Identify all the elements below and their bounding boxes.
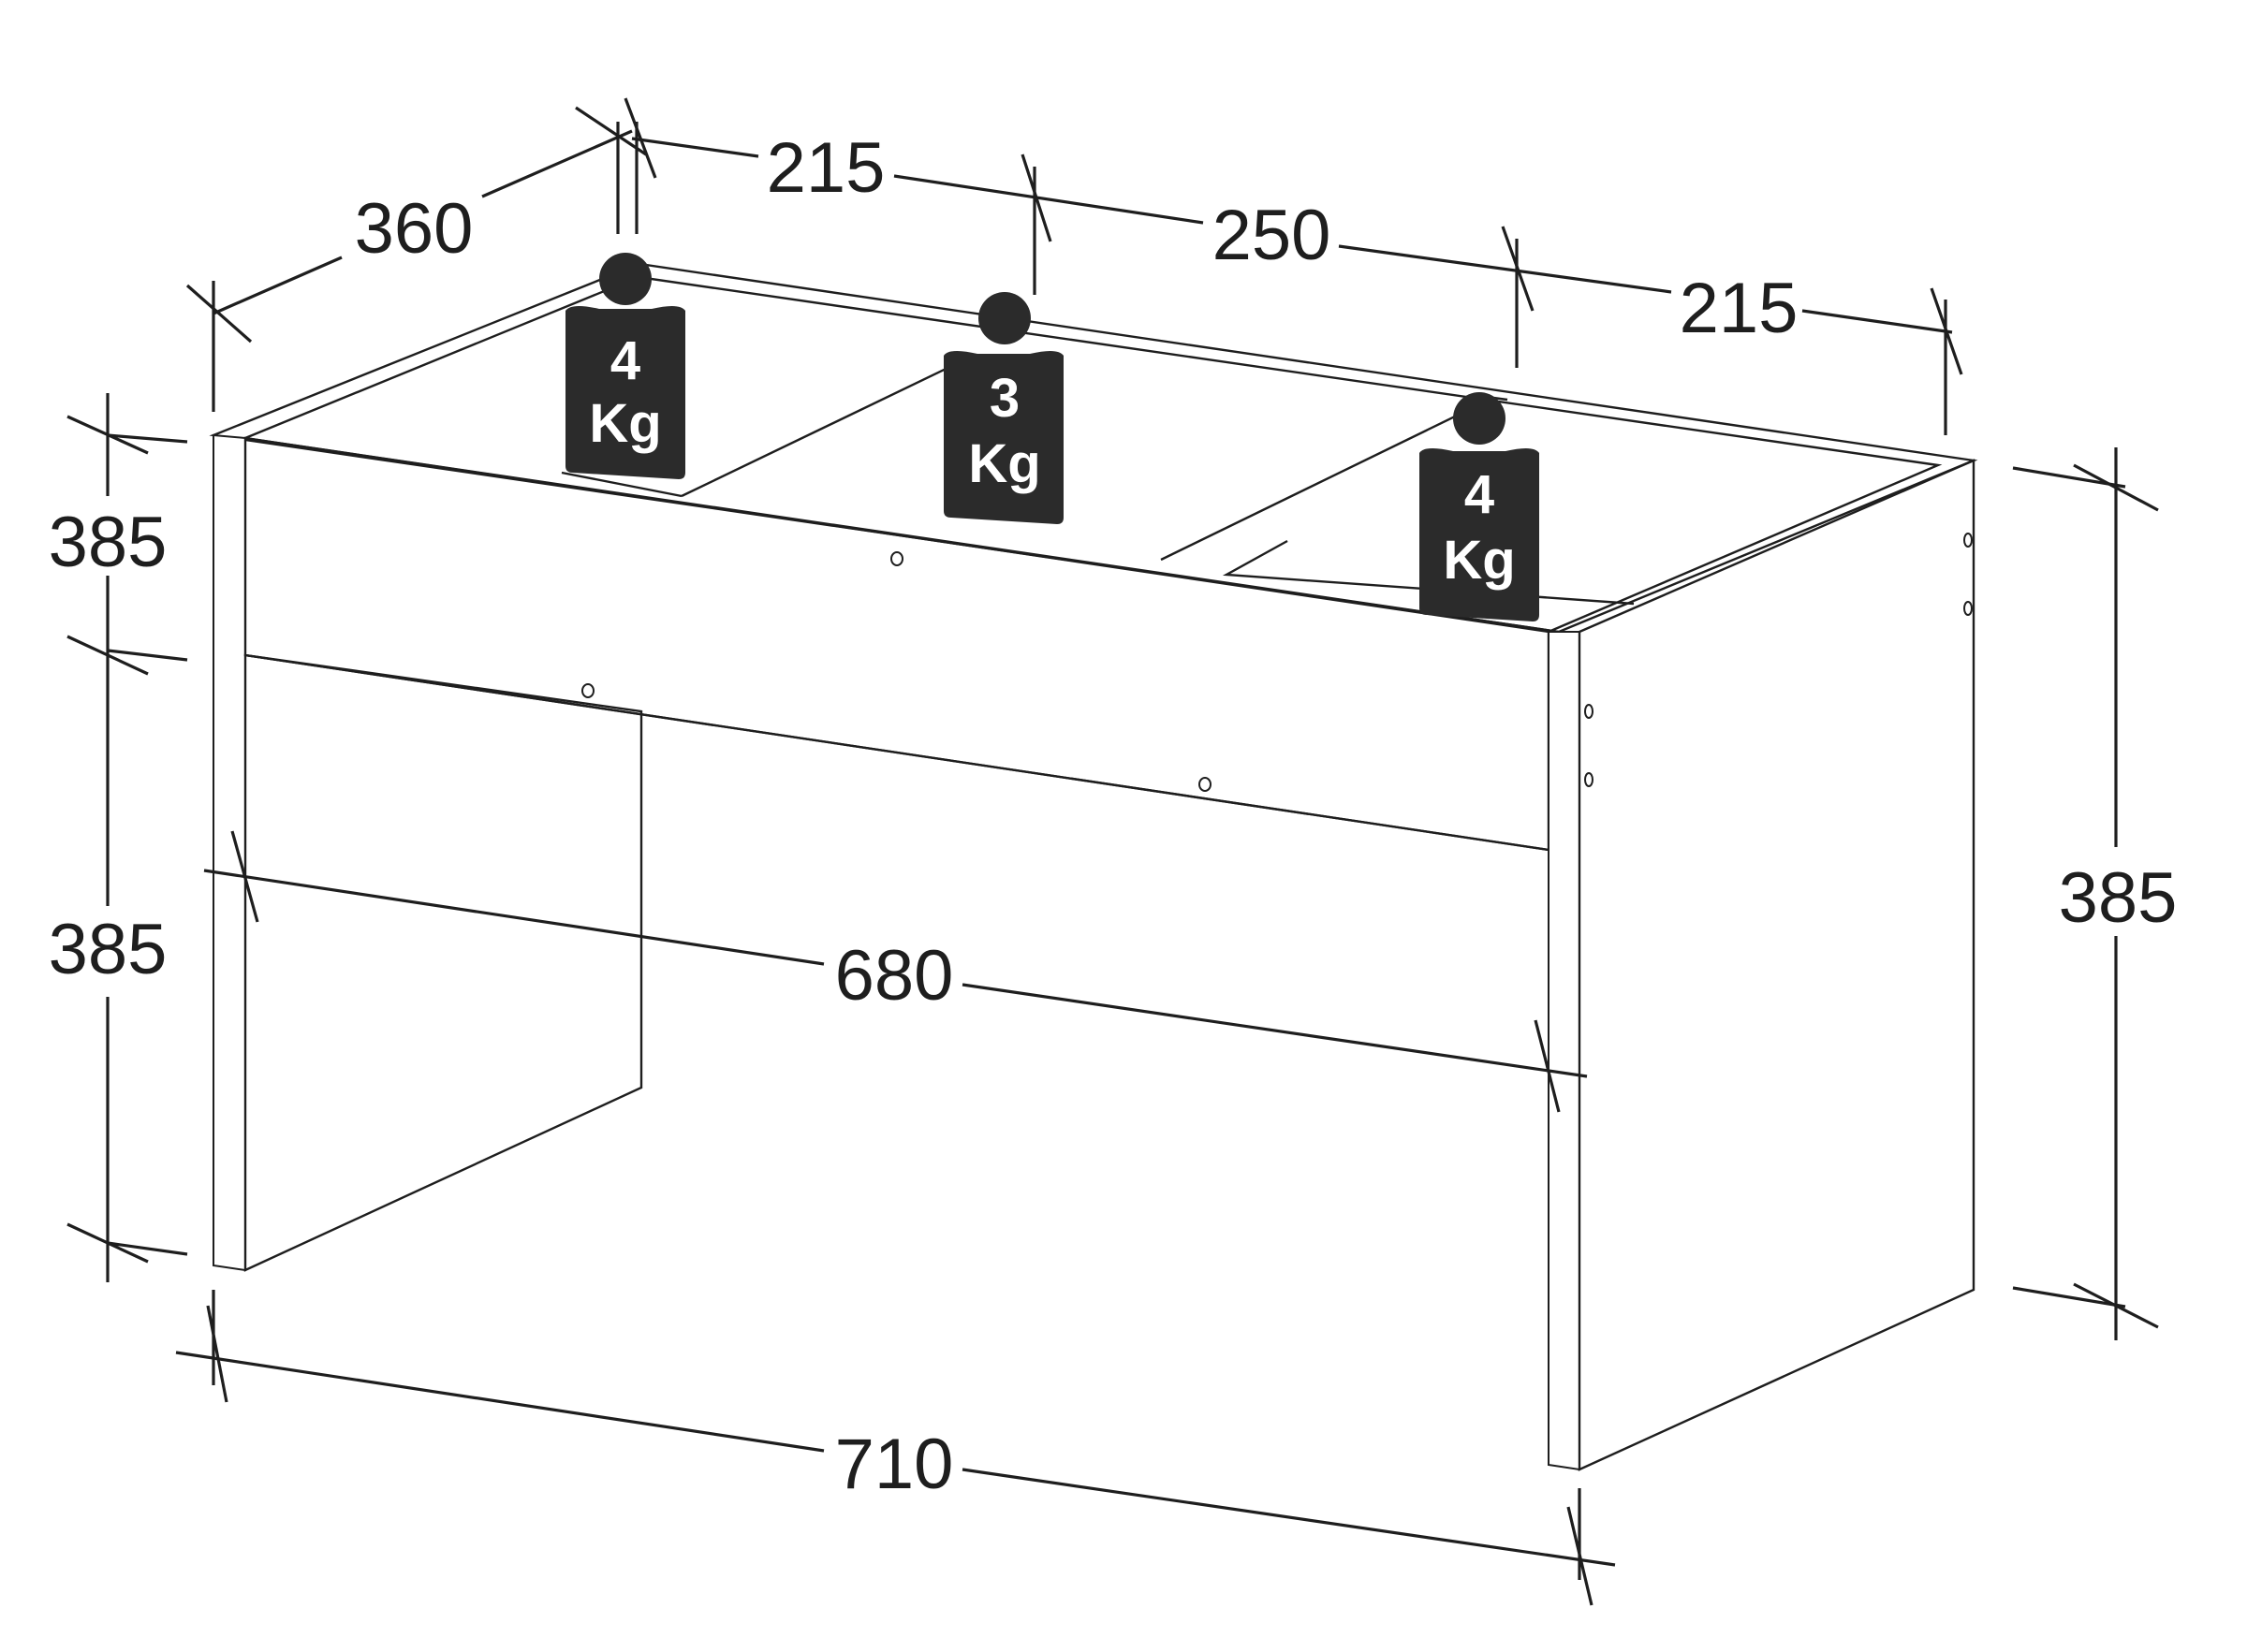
compartment-left-label: 215 (767, 128, 886, 208)
right-leg-front (1548, 631, 1580, 1471)
dowel-hole (1584, 772, 1593, 787)
weight-unit: Kg (968, 433, 1040, 494)
dimension-height-lower-left: 385 (49, 646, 188, 1282)
weight-value: 4 (610, 330, 640, 391)
dimension-inner-width: 680 (203, 830, 1588, 1113)
dimension-compartments: 215 250 215 (624, 97, 1963, 435)
height-right-label: 385 (2059, 858, 2178, 938)
back-panel (243, 653, 643, 1272)
compartment-right-label: 215 (1680, 269, 1799, 348)
height-upper-left-label: 385 (49, 503, 168, 582)
furniture-body (209, 262, 1978, 1471)
weight-unit: Kg (1443, 530, 1515, 591)
divider-left-shelf (561, 471, 683, 498)
dowel-hole (1963, 601, 1973, 616)
weight-icon (1419, 447, 1539, 621)
weight-tag-right: 4 Kg (1419, 392, 1539, 621)
left-leg (213, 433, 246, 1272)
compartment-middle-label: 250 (1212, 196, 1331, 275)
weight-icon (565, 305, 685, 479)
outer-width-label: 710 (835, 1425, 954, 1504)
dowel-hole (1198, 777, 1212, 792)
right-side-panel (1578, 459, 1975, 1471)
dimension-outer-width: 710 (175, 1290, 1616, 1606)
weight-value: 3 (990, 368, 1020, 429)
height-lower-left-label: 385 (49, 910, 168, 989)
depth-label: 360 (355, 189, 474, 269)
dowel-hole (1963, 533, 1973, 548)
dimension-height-right: 385 (2012, 447, 2178, 1340)
weight-unit: Kg (589, 393, 661, 454)
apron-bottom-edge (244, 653, 1549, 852)
inner-width-label: 680 (835, 936, 954, 1016)
dowel-hole (581, 683, 595, 698)
divider-right (1160, 396, 1494, 562)
front-apron (243, 436, 1550, 852)
weight-tag-left: 4 Kg (565, 253, 685, 479)
dowel-hole (890, 551, 903, 566)
weight-icon (944, 350, 1064, 524)
weight-tag-middle: 3 Kg (944, 292, 1064, 524)
dimension-depth: 360 (185, 106, 647, 412)
dowel-hole (1584, 704, 1593, 719)
top-inner-edge (244, 275, 1943, 634)
dimension-height-upper-left: 385 (49, 393, 188, 676)
weight-value: 4 (1464, 464, 1494, 525)
divider-left (681, 360, 961, 498)
